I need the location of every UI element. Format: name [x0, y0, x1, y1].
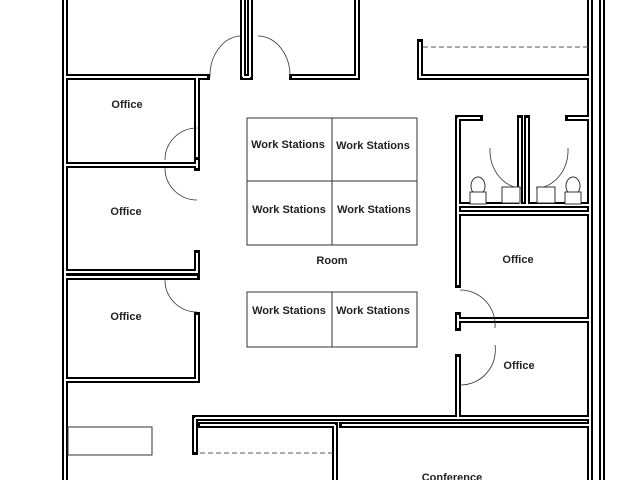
conference-label: Conference: [422, 472, 483, 480]
wall: [62, 312, 200, 383]
workstation-label: Work Stations: [251, 139, 325, 151]
workstation-label: Work Stations: [252, 204, 326, 216]
wall-inner: [292, 0, 358, 78]
room-label: Room: [316, 255, 347, 267]
door-swing: [209, 35, 241, 78]
workstation-label: Work Stations: [337, 204, 411, 216]
toilet-tank: [564, 191, 582, 205]
door-swing: [459, 289, 496, 329]
sink-icon: [536, 186, 556, 204]
counter: [67, 426, 153, 456]
workstation-label: Work Stations: [336, 305, 410, 317]
restroom-fixtures: [469, 176, 582, 205]
door-swing: [164, 127, 198, 161]
workstation-block-1: [246, 117, 418, 246]
office-label: Office: [111, 99, 142, 111]
door-swing: [257, 35, 291, 78]
door-swing: [164, 167, 198, 201]
workstation-label: Work Stations: [252, 305, 326, 317]
workstation-block-2: [246, 291, 418, 348]
wall-inner: [419, 42, 590, 78]
sink-icon: [501, 186, 521, 204]
office-label: Office: [503, 360, 534, 372]
door-swing: [535, 147, 569, 189]
wall: [62, 250, 200, 275]
wall-inner: [65, 253, 198, 273]
workstation-label: Work Stations: [336, 140, 410, 152]
doors: [164, 35, 569, 386]
wall: [289, 0, 360, 80]
wall-inner: [65, 315, 198, 381]
office-label: Office: [502, 254, 533, 266]
toilet-tank: [469, 191, 487, 205]
door-swing: [164, 279, 198, 313]
office-label: Office: [110, 206, 141, 218]
door-swing: [459, 344, 496, 386]
office-label: Office: [110, 311, 141, 323]
walls: [62, 0, 605, 480]
